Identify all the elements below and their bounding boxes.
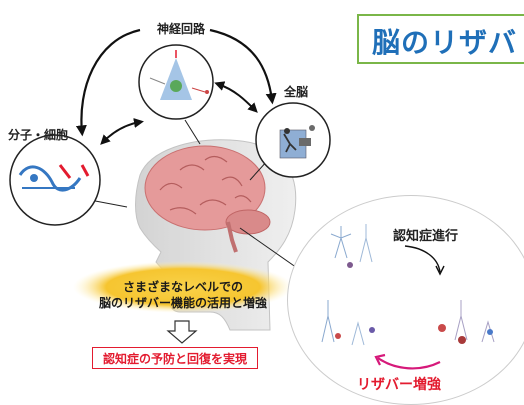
title-frame	[357, 14, 524, 64]
arrow-circuit-to-molecule	[75, 28, 141, 137]
reserve-text-line2: 脳のリザバー機能の活用と増強	[98, 296, 267, 310]
reserve-text-line1: さまざまなレベルでの	[122, 280, 243, 294]
label-neural-circuit: 神経回路	[157, 22, 206, 36]
dementia-panel	[287, 195, 524, 405]
label-whole-brain: 全脳	[284, 85, 309, 99]
arrow-molecule-circuit	[100, 118, 144, 145]
page-title: 脳のリザバ	[372, 26, 518, 59]
result-box	[92, 347, 258, 369]
arrow-circuit-whole	[214, 81, 258, 113]
arrow-circuit-to-whole	[209, 28, 277, 105]
whole-brain-circle	[255, 102, 331, 178]
label-molecule-cell: 分子・細胞	[8, 128, 69, 142]
down-arrow	[166, 320, 198, 344]
circuit-circle	[138, 44, 214, 120]
label-reserve-increase: リザバー増強	[357, 377, 441, 393]
label-dementia-progress: 認知症進行	[393, 229, 459, 244]
brain-illustration	[144, 145, 271, 253]
reserve-utilization-text: さまざまなレベルでの 脳のリザバー機能の活用と増強	[88, 279, 278, 311]
result-text: 認知症の予防と回復を実現	[102, 352, 247, 366]
molecule-circle	[9, 134, 101, 226]
yellow-highlight	[73, 261, 293, 313]
